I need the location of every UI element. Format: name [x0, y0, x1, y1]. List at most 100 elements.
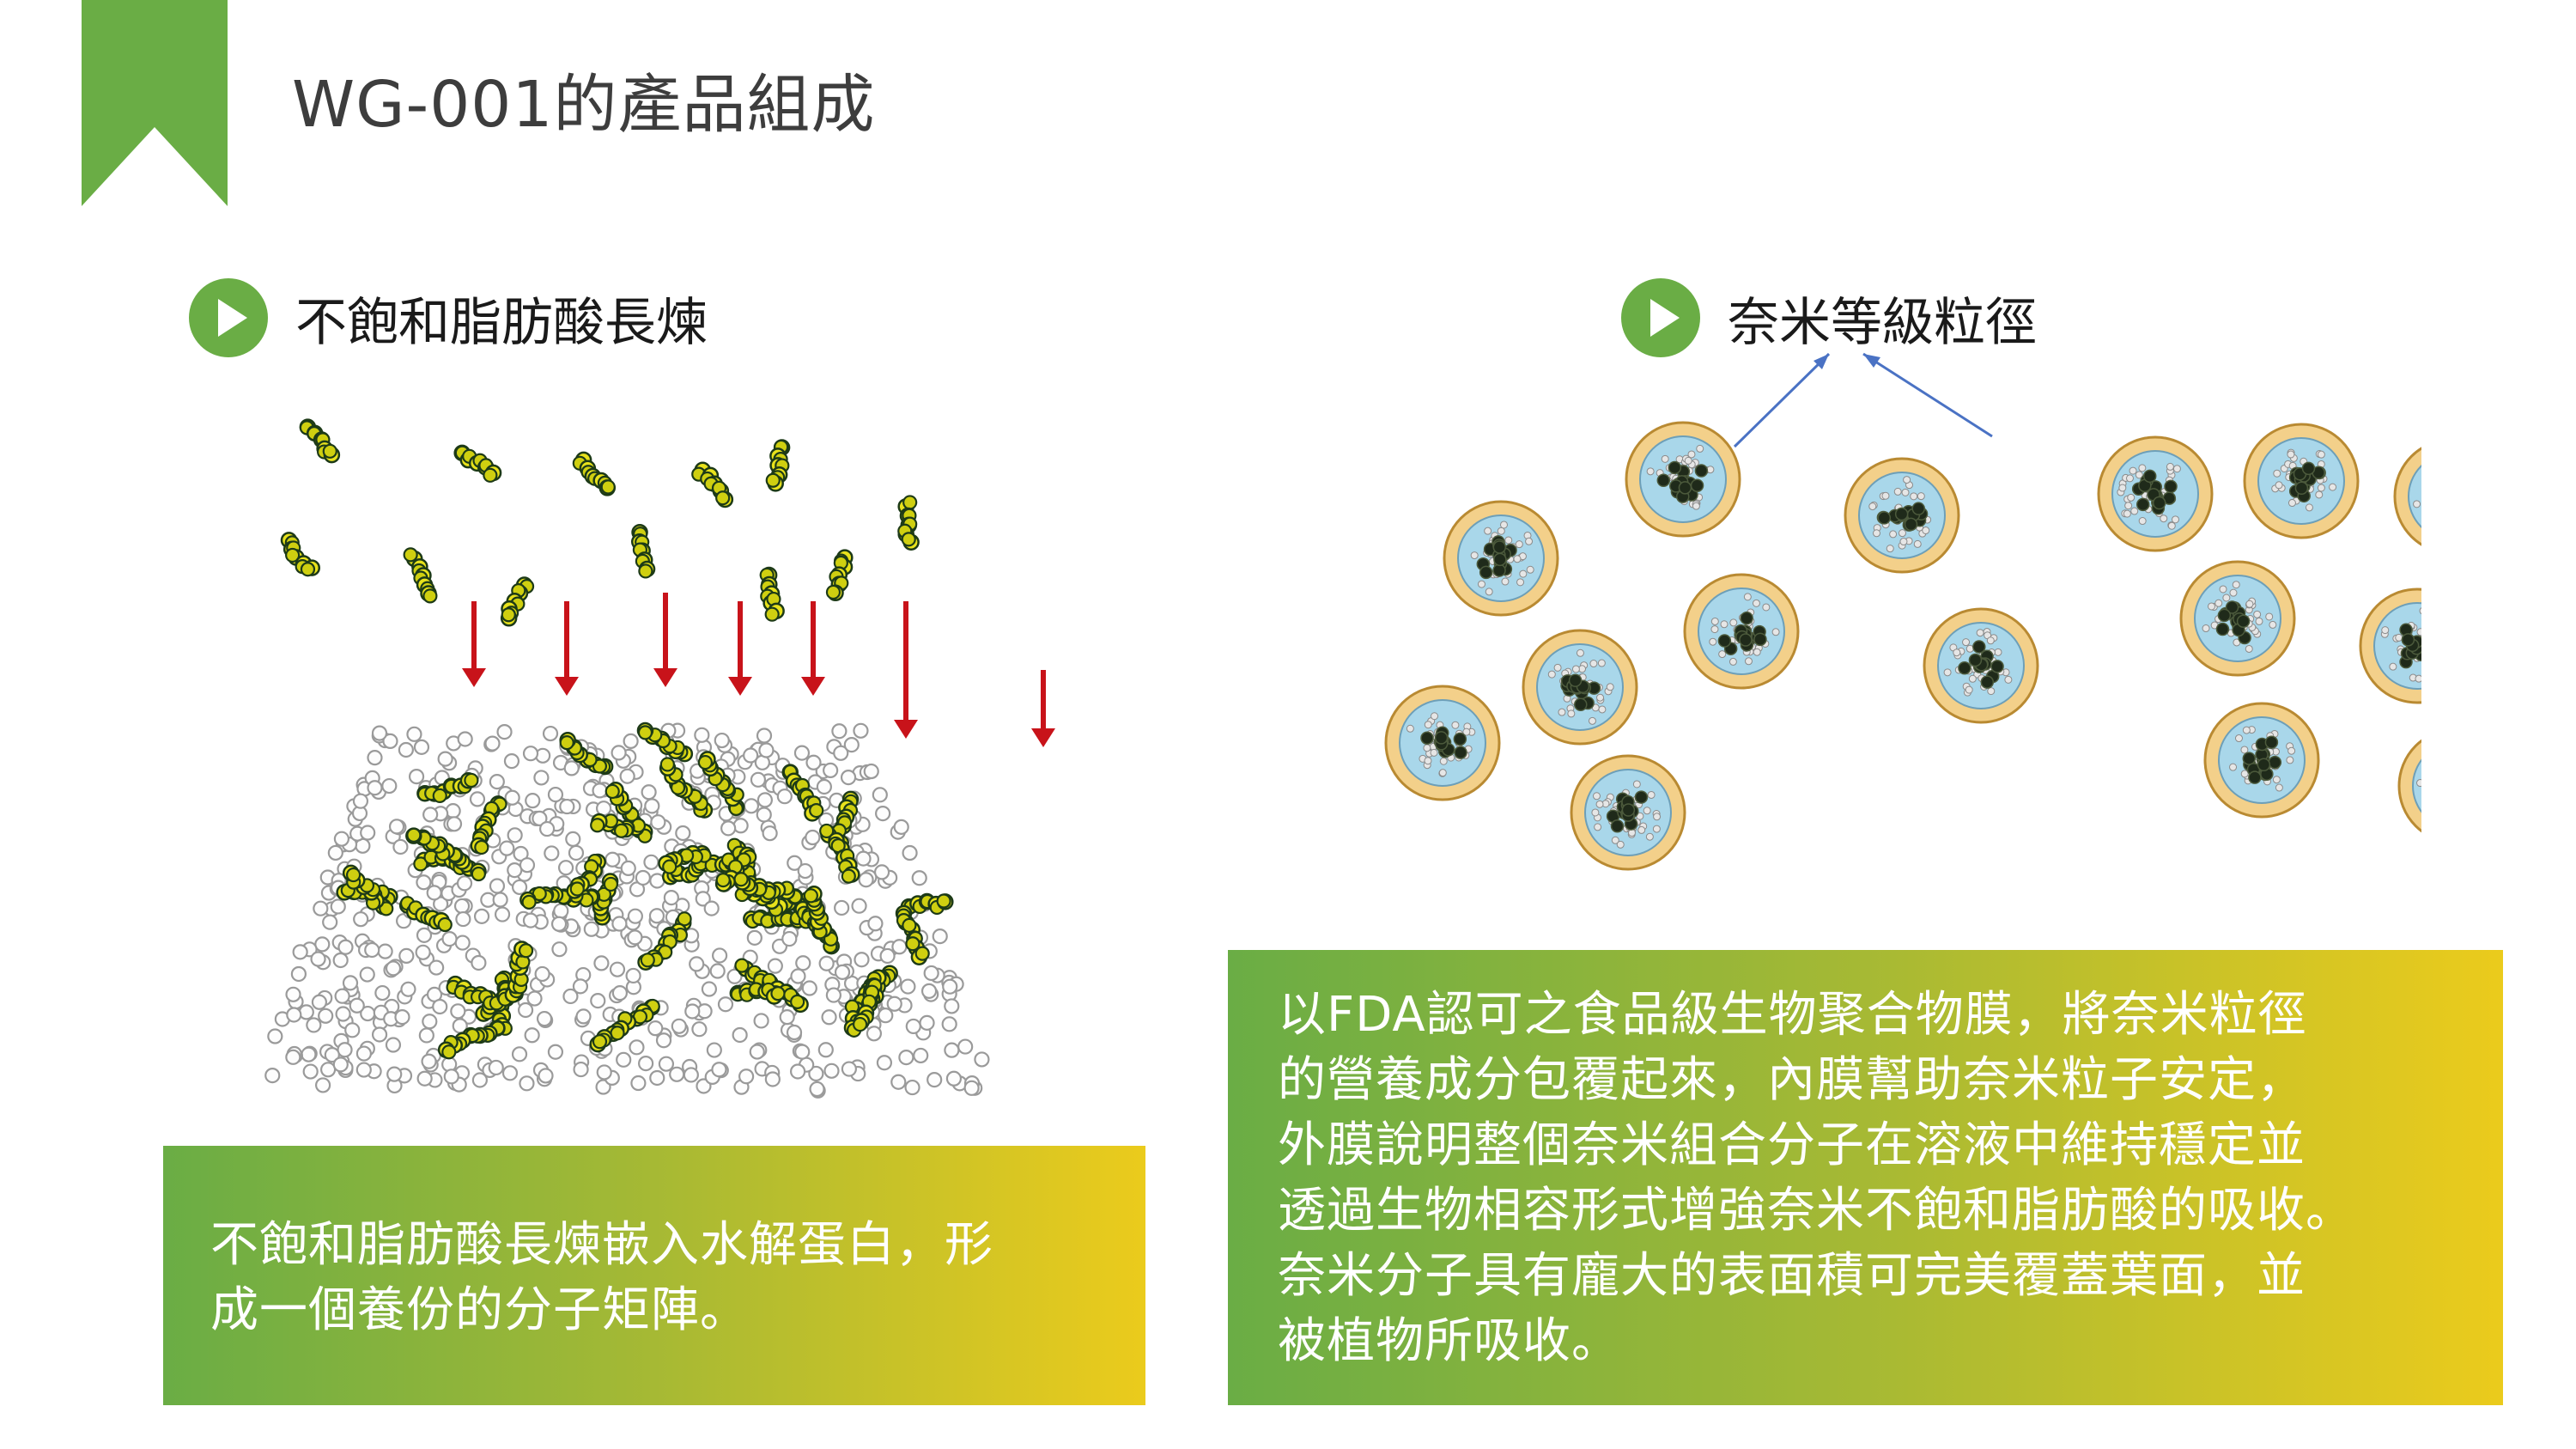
fatty-acid-bead	[638, 563, 653, 579]
fatty-acid-bead	[379, 901, 394, 916]
mesh-node	[691, 1021, 708, 1038]
mesh-node	[377, 943, 393, 959]
mesh-node	[285, 986, 301, 1002]
fatty-acid-bead	[521, 894, 537, 910]
mesh-node	[314, 936, 331, 953]
mesh-node	[526, 990, 543, 1007]
mesh-node	[469, 791, 486, 807]
fatty-acid-bead	[637, 725, 653, 740]
mesh-node	[374, 984, 391, 1002]
mesh-node	[416, 874, 432, 891]
mesh-node	[944, 998, 960, 1014]
nano-particle	[2179, 560, 2296, 677]
mesh-node	[386, 1066, 403, 1082]
mesh-node	[547, 786, 564, 803]
mesh-node	[923, 965, 939, 982]
mesh-node	[945, 1070, 963, 1087]
fatty-acid-bead	[471, 866, 486, 882]
mesh-node	[453, 898, 471, 915]
mesh-node	[382, 733, 398, 749]
mesh-node	[333, 831, 350, 847]
mesh-node	[625, 967, 641, 984]
mesh-node	[592, 782, 608, 799]
fatty-acid-bead	[403, 547, 418, 563]
mesh-node	[355, 1062, 372, 1078]
mesh-node	[533, 770, 550, 786]
mesh-node	[858, 872, 874, 888]
mesh-node	[335, 1006, 351, 1022]
mesh-node	[285, 1049, 301, 1065]
mesh-node	[371, 1026, 388, 1043]
mesh-node	[866, 1026, 883, 1042]
mesh-node	[507, 862, 523, 879]
mesh-node	[900, 978, 916, 995]
mesh-node	[797, 862, 813, 880]
protein-mesh	[264, 722, 990, 1099]
left-description-box: 不飽和脂肪酸長煉嵌入水解蛋白，形 成一個養份的分子矩陣。	[163, 1146, 1145, 1405]
mesh-node	[538, 1068, 554, 1084]
fatty-acid-bead	[734, 958, 750, 973]
mesh-node	[743, 747, 759, 764]
fatty-acid-bead	[432, 788, 447, 803]
mesh-node	[371, 725, 388, 741]
mesh-node	[886, 995, 902, 1012]
mesh-node	[342, 975, 359, 991]
mesh-node	[932, 928, 948, 945]
mesh-node	[825, 987, 841, 1003]
mesh-node	[446, 816, 463, 832]
mesh-node	[573, 1061, 589, 1078]
mesh-node	[790, 968, 806, 984]
mesh-node	[264, 1067, 281, 1084]
nano-particle	[1683, 573, 1800, 690]
mesh-node	[789, 1063, 806, 1080]
mesh-node	[833, 745, 849, 761]
mesh-node	[717, 996, 734, 1013]
mesh-node	[349, 997, 365, 1014]
mesh-node	[484, 735, 501, 752]
mesh-node	[648, 908, 665, 924]
left-description-line-2: 成一個養份的分子矩陣。	[210, 1282, 749, 1338]
mesh-node	[416, 927, 433, 943]
mesh-node	[310, 951, 326, 967]
mesh-node	[422, 807, 439, 823]
mesh-node	[534, 965, 550, 983]
fatty-acid-bead	[715, 872, 731, 888]
mesh-node	[611, 916, 628, 932]
fatty-acid-bead	[406, 827, 422, 843]
mesh-node	[542, 725, 559, 742]
nano-particle	[2243, 423, 2360, 539]
mesh-node	[595, 801, 612, 817]
mesh-node	[416, 1070, 433, 1087]
mesh-node	[286, 1007, 302, 1023]
fatty-acid-bead	[592, 1034, 608, 1050]
page-title: WG-001的產品組成	[292, 68, 876, 142]
mesh-node	[927, 1072, 943, 1088]
mesh-node	[559, 798, 575, 815]
mesh-node	[663, 890, 679, 906]
mesh-node	[711, 1062, 727, 1078]
fatty-acid-bead	[610, 1026, 625, 1041]
mesh-node	[675, 825, 691, 842]
mesh-node	[445, 803, 461, 819]
fatty-acid-bead	[825, 584, 841, 600]
mesh-node	[421, 1053, 437, 1069]
mesh-node	[767, 958, 783, 974]
mesh-node	[714, 732, 730, 749]
mesh-node	[324, 1047, 340, 1063]
fatty-acid-bead	[345, 867, 361, 883]
mesh-node	[492, 892, 508, 908]
mesh-node	[450, 1003, 466, 1020]
mesh-node	[318, 1008, 334, 1024]
mesh-node	[408, 768, 425, 785]
fatty-acid-bead	[770, 986, 786, 1002]
mesh-node	[919, 1014, 935, 1031]
mesh-node	[843, 736, 860, 753]
mesh-node	[619, 768, 635, 784]
mesh-node	[455, 910, 471, 928]
mesh-node	[776, 788, 793, 805]
fatty-acid-bead	[659, 757, 675, 772]
nano-particle	[2203, 702, 2320, 819]
mesh-node	[801, 980, 817, 996]
embedded-fatty-acid-chains	[336, 721, 954, 1060]
nano-particle	[1844, 457, 1960, 574]
